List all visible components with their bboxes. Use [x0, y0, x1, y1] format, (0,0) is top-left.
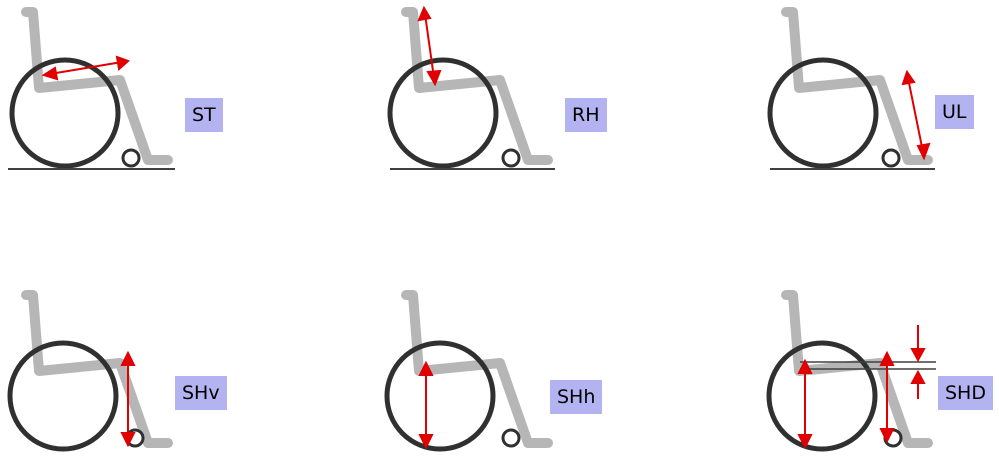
- wheelchair-frame: [21, 7, 173, 165]
- measure-arrow-left: [797, 358, 813, 450]
- height-difference-arrows: [910, 325, 926, 399]
- measure-arrow: [120, 350, 136, 448]
- diagram-panel-shh: SHh: [380, 283, 603, 463]
- measure-arrow: [418, 360, 434, 450]
- measure-arrow: [901, 69, 931, 161]
- caster-wheel: [501, 148, 521, 168]
- wheelchair-frame: [401, 7, 553, 165]
- wheelchair-frame: [401, 290, 553, 448]
- rear-wheel: [384, 340, 496, 452]
- wheelchair-shh-drawing: [384, 290, 553, 452]
- caster-wheel: [121, 148, 141, 168]
- label-shh: SHh: [550, 380, 603, 414]
- label-ul: UL: [935, 95, 974, 129]
- wheelchair-ul-drawing: [767, 7, 935, 170]
- wheelchair-frame: [781, 7, 933, 165]
- wheelchair-rh-drawing: [387, 5, 555, 170]
- label-shd: SHD: [938, 376, 993, 410]
- label-shv: SHv: [175, 376, 227, 410]
- measure-arrow-right: [879, 350, 895, 444]
- diagram-panel-rh: RH: [380, 0, 607, 180]
- wheelchair-st-drawing: [8, 7, 175, 170]
- diagram-panel-st: ST: [0, 0, 223, 180]
- measure-arrow: [41, 55, 130, 81]
- wheelchair-frame: [21, 290, 173, 448]
- diagram-panel-shd: SHD: [760, 283, 993, 463]
- label-st: ST: [185, 98, 223, 132]
- reference-lines: [800, 361, 936, 370]
- wheelchair-frame: [781, 290, 933, 448]
- rear-wheel: [387, 57, 499, 169]
- diagram-panel-shv: SHv: [0, 283, 227, 463]
- wheelchair-shv-drawing: [7, 290, 173, 452]
- rear-wheel: [9, 57, 121, 169]
- diagram-panel-ul: UL: [760, 0, 974, 180]
- rear-wheel: [767, 57, 879, 169]
- caster-wheel: [881, 148, 901, 168]
- rear-wheel: [7, 340, 119, 452]
- label-rh: RH: [565, 98, 607, 132]
- caster-wheel: [501, 428, 521, 448]
- wheelchair-shd-drawing: [766, 290, 936, 452]
- rear-wheel: [766, 340, 878, 452]
- measure-arrow: [417, 5, 442, 87]
